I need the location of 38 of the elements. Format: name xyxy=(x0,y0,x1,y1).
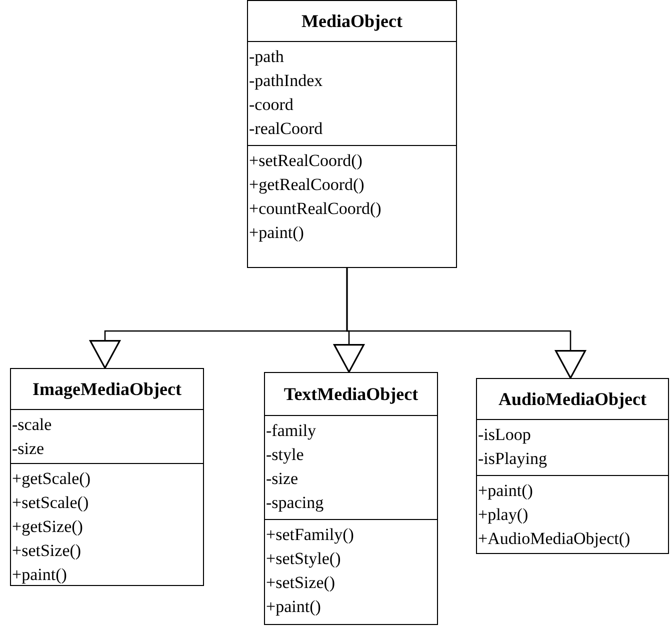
member-text: -family xyxy=(266,420,318,442)
class-box xyxy=(247,0,457,268)
member-text: +getRealCoord() xyxy=(249,174,366,196)
member-text: +getSize() xyxy=(12,516,84,538)
member-text: +paint() xyxy=(12,564,68,586)
class-name: TextMediaObject xyxy=(284,384,418,404)
member-text: -size xyxy=(266,468,300,490)
class-compartment xyxy=(11,463,203,587)
member-text: +paint() xyxy=(249,222,305,244)
member-text: +play() xyxy=(478,504,530,526)
class-box xyxy=(10,368,204,586)
member-text: +setSize() xyxy=(266,572,336,594)
member-text: -realCoord xyxy=(249,118,324,140)
member-text: -coord xyxy=(249,94,294,116)
member-text: +countRealCoord() xyxy=(249,198,382,220)
member-text: +setSize() xyxy=(12,540,82,562)
member-text: +setRealCoord() xyxy=(249,150,364,172)
member-text: +setScale() xyxy=(12,492,90,514)
member-text: -path xyxy=(249,46,285,68)
class-box xyxy=(476,378,669,554)
class-box xyxy=(264,372,438,625)
member-text: +paint() xyxy=(266,596,322,618)
inheritance-arrow xyxy=(346,268,586,379)
member-text: -scale xyxy=(12,414,53,436)
member-text: -pathIndex xyxy=(249,70,324,92)
class-name: AudioMediaObject xyxy=(498,388,646,410)
member-text: +setFamily() xyxy=(266,524,355,546)
class-name: ImageMediaObject xyxy=(32,378,182,400)
member-text: -isLoop xyxy=(478,424,532,446)
member-text: +AudioMediaObject() xyxy=(478,528,632,550)
member-text: +paint() xyxy=(478,480,534,502)
member-text: +setStyle() xyxy=(266,548,342,570)
member-text: -isPlaying xyxy=(478,448,548,470)
member-text: -style xyxy=(266,444,305,466)
member-text: +getScale() xyxy=(12,468,92,490)
member-text: -size xyxy=(12,438,46,460)
class-name: MediaObject xyxy=(302,10,402,32)
member-text: -spacing xyxy=(266,492,325,514)
